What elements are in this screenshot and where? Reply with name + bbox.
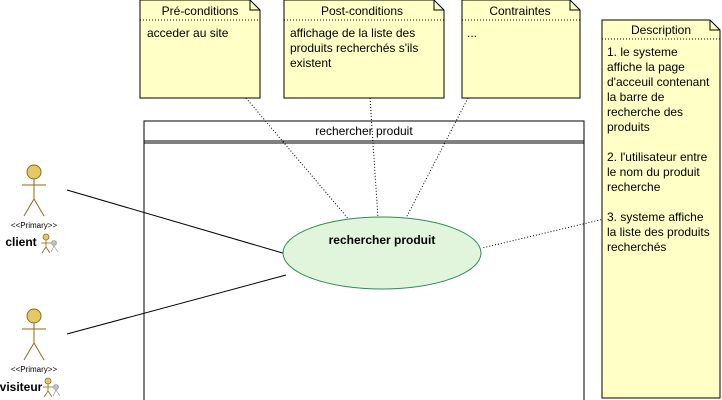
note-constraints[interactable]: Contraintes ... xyxy=(461,0,581,99)
actor-marker-icon xyxy=(43,377,61,398)
note-line: le nom du produit xyxy=(607,165,700,179)
note-title: Post-conditions xyxy=(321,4,403,18)
note-line: affichage de la liste des xyxy=(290,26,415,40)
actor-stereotype: <<Primary>> xyxy=(11,221,58,230)
note-line: produits recherchés s'ils xyxy=(290,41,418,55)
actor-figure-icon xyxy=(22,308,46,361)
note-line: affiche la page xyxy=(607,60,685,74)
note-line: 2. l'utilisateur entre xyxy=(607,150,708,164)
note-line: recherche xyxy=(607,180,661,194)
usecase-label: rechercher produit xyxy=(329,233,436,247)
note-line: ... xyxy=(467,26,477,40)
actor-visiteur[interactable]: <<Primary>> visiteur xyxy=(0,308,61,398)
boundary-title: rechercher produit xyxy=(315,124,413,138)
actor-name: visiteur xyxy=(0,380,43,394)
actor-name: client xyxy=(5,235,36,249)
note-line: acceder au site xyxy=(147,26,229,40)
note-title: Contraintes xyxy=(489,4,550,18)
actor-stereotype: <<Primary>> xyxy=(11,365,58,374)
note-line: la liste des produits xyxy=(607,225,710,239)
actor-client[interactable]: <<Primary>> client xyxy=(5,164,59,254)
note-line: 1. le systeme xyxy=(607,45,678,59)
note-postconditions[interactable]: Post-conditions affichage de la liste de… xyxy=(283,0,445,99)
note-title: Description xyxy=(631,23,691,37)
actor-figure-icon xyxy=(22,164,46,217)
note-line: la barre de xyxy=(607,90,665,104)
note-line: d'acceuil contenant xyxy=(607,75,710,89)
note-description[interactable]: Description 1. le systeme affiche la pag… xyxy=(601,19,721,399)
note-line: recherche des xyxy=(607,105,683,119)
note-line: produits xyxy=(607,120,650,134)
note-line: 3. systeme affiche xyxy=(607,210,704,224)
actor-marker-icon xyxy=(41,233,59,254)
note-links xyxy=(245,97,605,249)
note-title: Pré-conditions xyxy=(162,4,239,18)
associations xyxy=(66,189,287,335)
note-line: existent xyxy=(290,56,332,70)
note-preconditions[interactable]: Pré-conditions acceder au site xyxy=(139,0,261,99)
usecase-rechercher-produit[interactable]: rechercher produit xyxy=(282,216,482,290)
note-line: recherchés xyxy=(607,240,666,254)
